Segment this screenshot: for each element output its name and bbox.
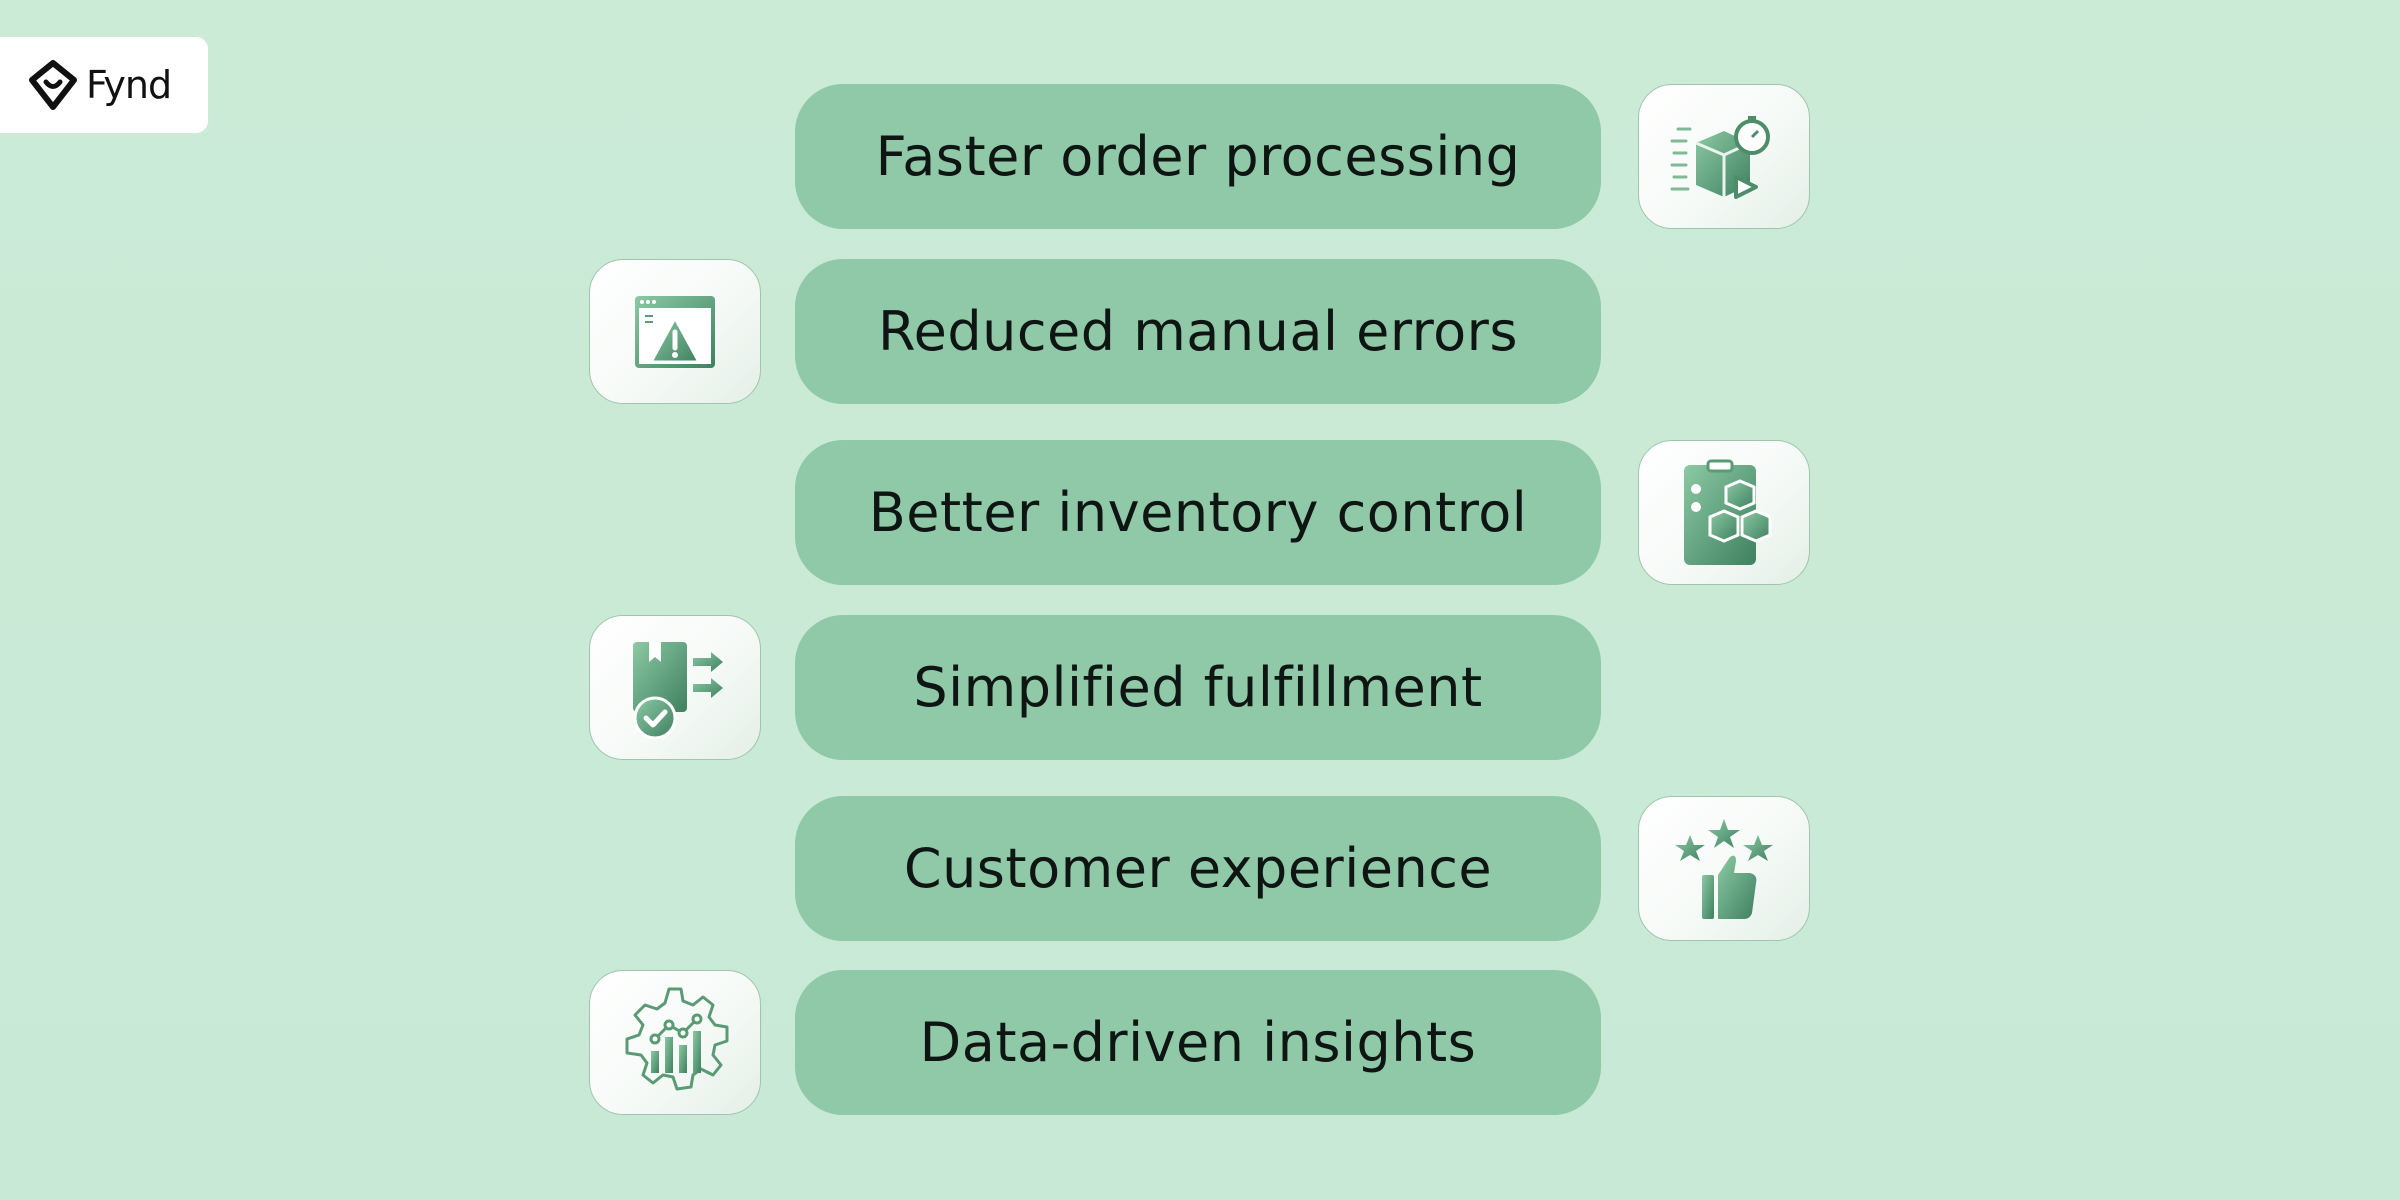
fynd-logo-icon [29,60,77,110]
benefit-pill-simplified-fulfillment: Simplified fulfillment [795,615,1601,760]
benefit-pill-customer-experience: Customer experience [795,796,1601,941]
benefit-label: Reduced manual errors [878,300,1518,363]
thumbs-up-stars-icon [1638,796,1810,941]
benefit-label: Data-driven insights [919,1011,1477,1074]
benefit-label: Simplified fulfillment [913,656,1483,719]
warning-window-icon [589,259,761,404]
benefit-pill-reduced-manual-errors: Reduced manual errors [795,259,1601,404]
fynd-logo: Fynd [0,37,208,133]
benefit-label: Customer experience [903,837,1493,900]
logo-text: Fynd [86,63,172,107]
fast-delivery-box-icon [1638,84,1810,229]
benefit-pill-data-driven-insights: Data-driven insights [795,970,1601,1115]
benefit-pill-better-inventory-control: Better inventory control [795,440,1601,585]
analytics-gear-icon [589,970,761,1115]
benefit-pill-faster-order-processing: Faster order processing [795,84,1601,229]
package-checked-icon [589,615,761,760]
benefit-label: Better inventory control [868,481,1528,544]
inventory-boxes-icon [1638,440,1810,585]
benefit-label: Faster order processing [875,125,1521,188]
